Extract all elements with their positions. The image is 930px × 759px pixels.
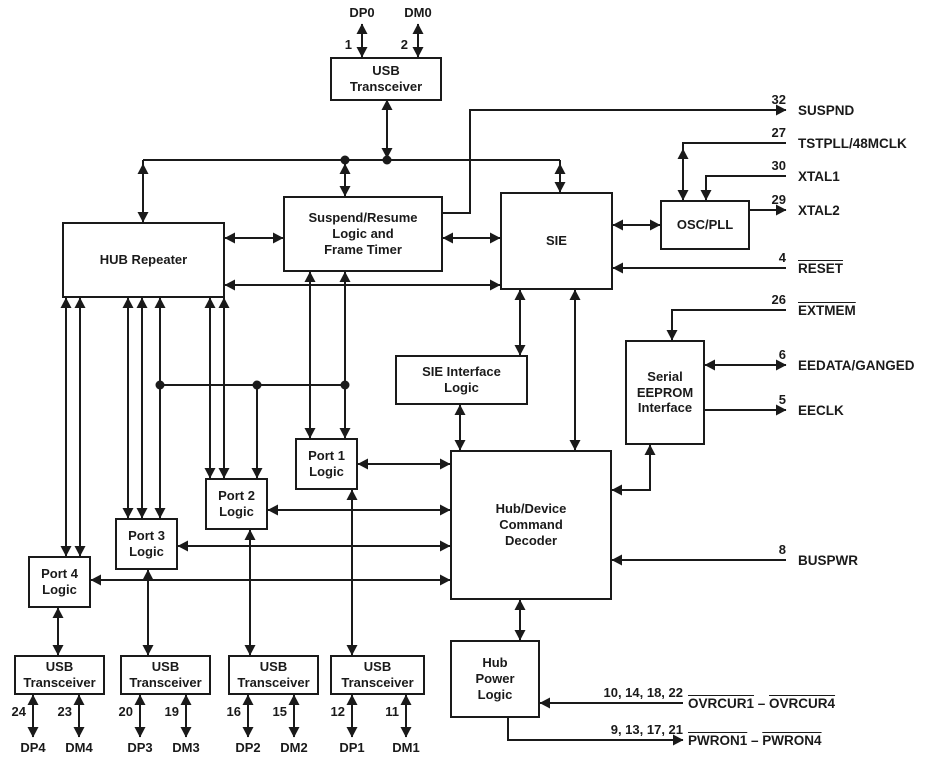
block-label: SIE Interface Logic: [422, 364, 501, 395]
block-sie-interface-logic: SIE Interface Logic: [395, 355, 528, 405]
pin-label-dm3: DM3: [172, 740, 200, 755]
block-usb-transceiver-port3: USB Transceiver: [120, 655, 211, 695]
pin-number-reset: 4: [778, 250, 786, 265]
pin-number-dm2: 15: [272, 704, 287, 719]
block-port2-logic: Port 2 Logic: [205, 478, 268, 530]
pin-label-tstpll: TSTPLL/48MCLK: [798, 136, 907, 151]
block-label: Hub Power Logic: [475, 655, 515, 702]
pin-number-dp1: 12: [330, 704, 345, 719]
pin-label-suspnd: SUSPND: [798, 103, 855, 118]
overlined-signal-name: RESET: [798, 261, 844, 276]
block-label: SIE: [546, 233, 567, 249]
pin-number-dp3: 20: [118, 704, 133, 719]
block-label: Port 1 Logic: [308, 448, 345, 479]
right-pin-connections: [443, 104, 787, 746]
pin-number-tstpll: 27: [771, 125, 786, 140]
block-port1-logic: Port 1 Logic: [295, 438, 358, 490]
overlined-signal-name: PWRON4: [762, 733, 822, 748]
signal-name-separator: –: [754, 696, 770, 711]
pin-number-xtal2: 29: [771, 192, 786, 207]
pin-number-dp2: 16: [226, 704, 241, 719]
signal-name-separator: –: [747, 733, 763, 748]
pin-label-dp1: DP1: [339, 740, 365, 755]
block-label: Port 4 Logic: [41, 566, 78, 597]
repeater-port-connections: [60, 271, 351, 557]
block-label: Serial EEPROM Interface: [636, 368, 694, 416]
pin-label-eedata: EEDATA/GANGED: [798, 358, 915, 373]
pin-number-buspwr: 8: [778, 542, 786, 557]
pin-label-pwron: PWRON1 – PWRON4: [688, 733, 822, 749]
pin-number-eeclk: 5: [778, 392, 786, 407]
core-connections: [224, 219, 661, 641]
pin-number-dm1: 11: [385, 704, 399, 719]
block-suspend-resume: Suspend/Resume Logic and Frame Timer: [283, 196, 443, 272]
pin-label-buspwr: BUSPWR: [798, 553, 858, 568]
overlined-signal-name: OVRCUR4: [769, 696, 836, 711]
block-usb-transceiver-port1: USB Transceiver: [330, 655, 425, 695]
block-osc-pll: OSC/PLL: [660, 200, 750, 250]
pin-label-dp4: DP4: [20, 740, 46, 755]
pin-label-eeclk: EECLK: [798, 403, 844, 418]
pin-label-dm2: DM2: [280, 740, 308, 755]
pin-label-xtal2: XTAL2: [798, 203, 840, 218]
block-hub-repeater: HUB Repeater: [62, 222, 225, 298]
pin-number-pwron: 9, 13, 17, 21: [610, 722, 683, 737]
downstream-pin-connections: [27, 694, 412, 738]
block-label: USB Transceiver: [341, 659, 414, 690]
block-port3-logic: Port 3 Logic: [115, 518, 178, 570]
pin-number-xtal1: 30: [771, 158, 786, 173]
block-hub-device-command-decoder: Hub/Device Command Decoder: [450, 450, 612, 600]
pin-number-dp4: 24: [11, 704, 26, 719]
port-transceiver-connections: [52, 489, 358, 656]
pin-label-dm1: DM1: [392, 740, 420, 755]
pin-label-dp3: DP3: [127, 740, 153, 755]
overlined-signal-name: EXTMEM: [798, 303, 856, 318]
overlined-signal-name: PWRON1: [688, 733, 748, 748]
block-label: Port 2 Logic: [218, 488, 255, 519]
pin-number-dm0: 2: [400, 37, 408, 52]
block-label: Hub/Device Command Decoder: [495, 501, 567, 548]
pin-number-extmem: 26: [771, 292, 786, 307]
junction-dots: [155, 155, 392, 390]
block-label: USB Transceiver: [349, 63, 423, 94]
pin-label-xtal1: XTAL1: [798, 169, 840, 184]
pin-number-ovrcur: 10, 14, 18, 22: [603, 685, 683, 700]
block-usb-transceiver-port2: USB Transceiver: [228, 655, 319, 695]
block-usb-transceiver-upstream: USB Transceiver: [330, 57, 442, 101]
block-usb-transceiver-port4: USB Transceiver: [14, 655, 105, 695]
pin-label-ovrcur: OVRCUR1 – OVRCUR4: [688, 696, 835, 712]
pin-number-dp0: 1: [344, 37, 352, 52]
pin-label-dp2: DP2: [235, 740, 261, 755]
block-label: HUB Repeater: [99, 252, 188, 268]
block-label: OSC/PLL: [676, 217, 734, 233]
block-sie: SIE: [500, 192, 613, 290]
overlined-signal-name: OVRCUR1: [688, 696, 755, 711]
pin-number-dm3: 19: [164, 704, 179, 719]
pin-label-reset: RESET: [798, 261, 843, 277]
block-label: Suspend/Resume Logic and Frame Timer: [308, 210, 418, 257]
upstream-transceiver-connections: [137, 23, 566, 223]
pin-label-dm0: DM0: [404, 5, 432, 20]
block-serial-eeprom-interface: Serial EEPROM Interface: [625, 340, 705, 445]
block-label: USB Transceiver: [129, 659, 202, 690]
block-hub-power-logic: Hub Power Logic: [450, 640, 540, 718]
pin-label-dp0: DP0: [349, 5, 375, 20]
pin-label-dm4: DM4: [65, 740, 93, 755]
block-port4-logic: Port 4 Logic: [28, 556, 91, 608]
block-label: USB Transceiver: [23, 659, 96, 690]
block-label: USB Transceiver: [237, 659, 310, 690]
pin-number-dm4: 23: [57, 704, 72, 719]
pin-number-eedata: 6: [778, 347, 786, 362]
pin-number-suspnd: 32: [771, 92, 786, 107]
pin-label-extmem: EXTMEM: [798, 303, 856, 319]
block-label: Port 3 Logic: [128, 528, 165, 559]
